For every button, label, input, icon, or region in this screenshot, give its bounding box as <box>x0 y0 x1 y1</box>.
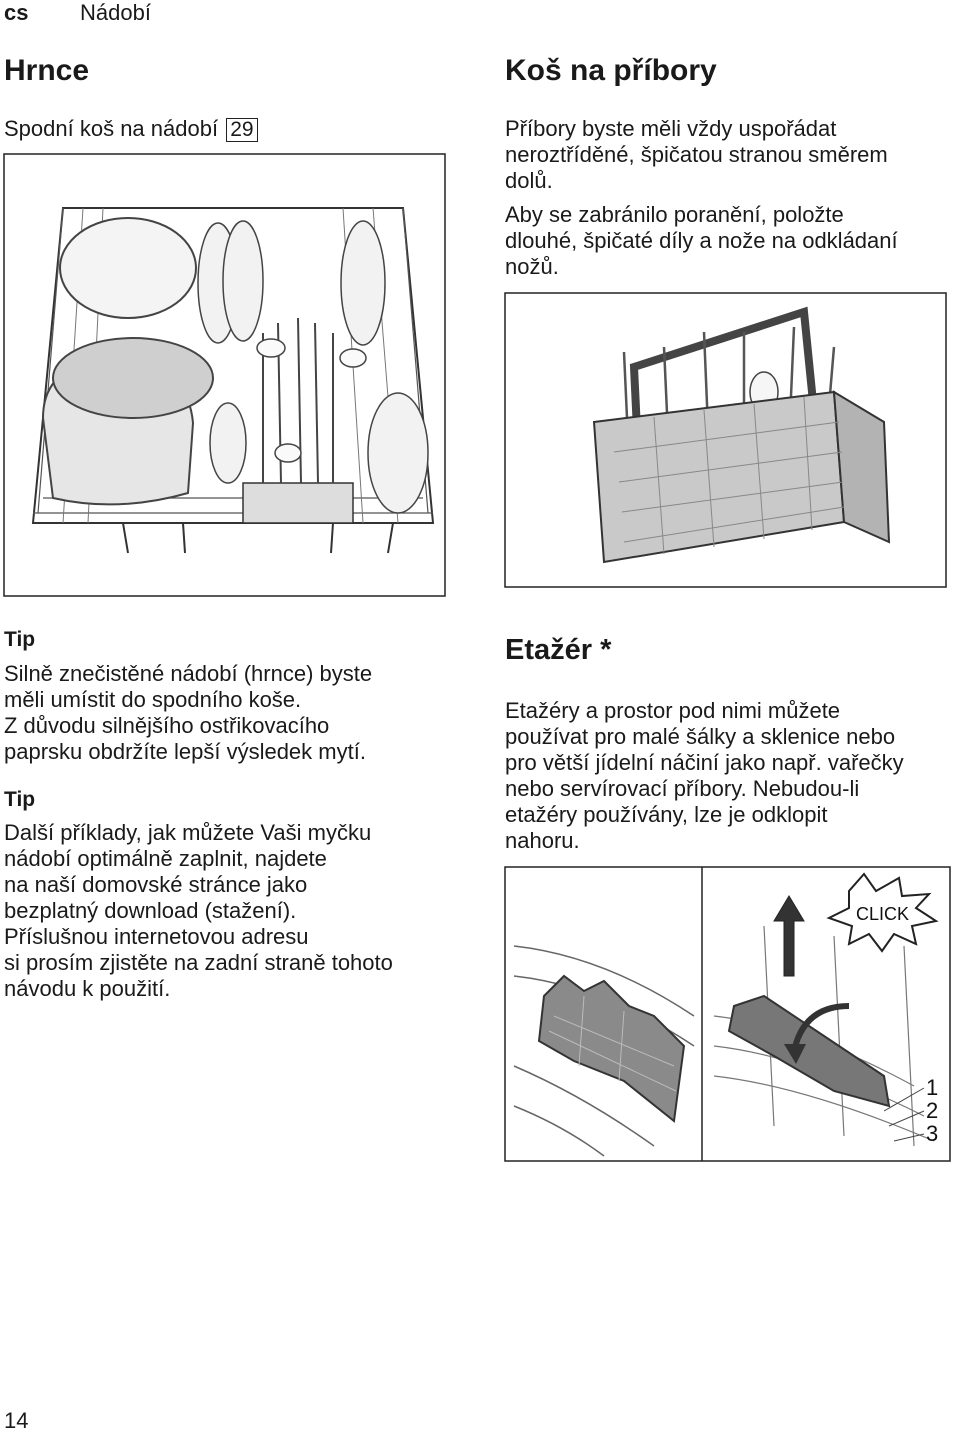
tip1-line: měli umístit do spodního koše. <box>4 687 302 712</box>
tip2-line: si prosím zjistěte na zadní straně tohot… <box>4 950 393 975</box>
shelf-para-line: používat pro malé šálky a sklenice nebo <box>505 724 896 749</box>
cutlery-para-2: Aby se zabránilo poranění, položte dlouh… <box>505 202 955 280</box>
shelf-unfolded-panel: CLICK 1 2 3 <box>713 872 939 1147</box>
tip2-line: na naší domovské stránce jako <box>4 872 308 897</box>
tip-text-2: Další příklady, jak můžete Vaši myčku ná… <box>4 820 459 1002</box>
cutlery-para2-line: nožů. <box>505 254 559 279</box>
shelf-para-line: etažéry používány, lze je odklopit <box>505 802 828 827</box>
shelf-para: Etažéry a prostor pod nimi můžete použív… <box>505 698 957 854</box>
up-arrow-icon <box>773 895 805 977</box>
page-number: 14 <box>4 1408 29 1433</box>
cutlery-basket-figure <box>504 292 947 588</box>
tip1-line: paprsku obdržíte lepší výsledek mytí. <box>4 739 366 764</box>
tip2-line: bezplatný download (stažení). <box>4 898 297 923</box>
section-title-cutlery-basket: Koš na příbory <box>505 54 717 87</box>
tip2-line: nádobí optimálně zaplnit, najdete <box>4 846 327 871</box>
section-title-pots: Hrnce <box>4 54 90 87</box>
tip2-line: návodu k použití. <box>4 976 171 1001</box>
lower-basket-figure <box>3 153 446 597</box>
tip-text-1: Silně znečistěné nádobí (hrnce) byste mě… <box>4 661 454 765</box>
cutlery-para2-line: dlouhé, špičaté díly a nože na odkládaní <box>505 228 898 253</box>
cutlery-para2-line: Aby se zabránilo poranění, položte <box>505 202 844 227</box>
tip2-line: Další příklady, jak můžete Vaši myčku <box>4 820 372 845</box>
click-burst-icon <box>826 872 939 953</box>
cup-shelf-figure: CLICK 1 2 3 <box>504 866 951 1162</box>
tip2-line: Příslušnou internetovou adresu <box>4 924 309 949</box>
language-code: cs <box>4 0 29 25</box>
curved-arrow-icon <box>791 1003 850 1052</box>
tip1-line: Z důvodu silnějšího ostřikovacího <box>4 713 330 738</box>
tip-label-1: Tip <box>4 628 36 651</box>
cutlery-para1-line: Příbory byste měli vždy uspořádat <box>505 116 837 141</box>
shelf-position-2: 2 <box>926 1098 938 1123</box>
click-label: CLICK <box>856 904 909 924</box>
cutlery-para-1: Příbory byste měli vždy uspořádat nerozt… <box>505 116 955 194</box>
shelf-para-line: nahoru. <box>505 828 580 853</box>
caption-text: Spodní koš na nádobí <box>4 116 219 141</box>
shelf-para-line: pro větší jídelní náčiní jako např. vaře… <box>505 750 904 775</box>
tip1-line: Silně znečistěné nádobí (hrnce) byste <box>4 661 373 686</box>
chapter-title: Nádobí <box>80 0 151 25</box>
tip-label-2: Tip <box>4 788 36 811</box>
shelf-position-1: 1 <box>926 1075 938 1100</box>
figure-caption: Spodní koš na nádobí 29 <box>4 116 258 142</box>
shelf-para-line: nebo servírovací příbory. Nebudou-li <box>505 776 860 801</box>
shelf-position-3: 3 <box>926 1121 938 1146</box>
cutlery-para1-line: neroztříděné, špičatou stranou směrem <box>505 142 888 167</box>
caption-ref-number: 29 <box>226 118 258 142</box>
section-title-shelf: Etažér * <box>505 634 612 666</box>
shelf-folded-panel <box>513 945 695 1157</box>
shelf-para-line: Etažéry a prostor pod nimi můžete <box>505 698 841 723</box>
cutlery-para1-line: dolů. <box>505 168 553 193</box>
